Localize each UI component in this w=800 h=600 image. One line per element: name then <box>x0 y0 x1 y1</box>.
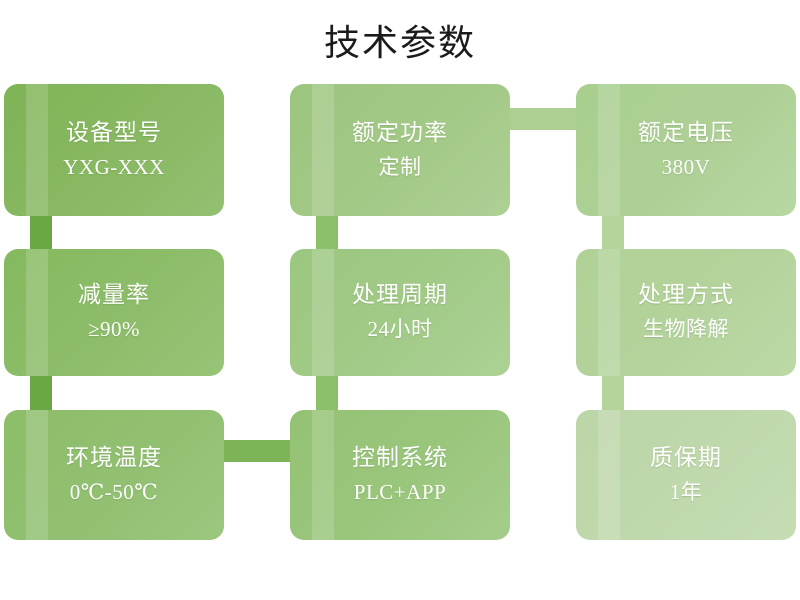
card-control-system[interactable]: 控制系统 PLC+APP <box>290 410 510 540</box>
card-title: 额定功率 <box>352 119 448 145</box>
card-title: 处理方式 <box>638 282 734 308</box>
card-title: 质保期 <box>650 444 722 470</box>
card-title: 设备型号 <box>66 119 162 145</box>
card-accent-stripe <box>312 410 334 540</box>
card-title: 额定电压 <box>638 119 734 145</box>
card-title: 减量率 <box>78 282 150 308</box>
card-rated-power[interactable]: 额定功率 定制 <box>290 84 510 216</box>
card-value: PLC+APP <box>353 479 447 504</box>
card-device-model[interactable]: 设备型号 YXG-XXX <box>4 84 224 216</box>
card-accent-stripe <box>598 410 620 540</box>
card-reduction-rate[interactable]: 减量率 ≥90% <box>4 249 224 376</box>
card-accent-stripe <box>26 249 48 376</box>
card-value: ≥90% <box>87 317 141 342</box>
card-value: YXG-XXX <box>63 154 165 179</box>
card-treatment-method[interactable]: 处理方式 生物降解 <box>576 249 796 376</box>
card-title: 控制系统 <box>352 444 448 470</box>
card-ambient-temperature[interactable]: 环境温度 0℃-50℃ <box>4 410 224 540</box>
card-accent-stripe <box>312 84 334 216</box>
card-title: 处理周期 <box>352 282 448 308</box>
card-warranty-period[interactable]: 质保期 1年 <box>576 410 796 540</box>
page-title: 技术参数 <box>323 23 476 63</box>
card-value: 定制 <box>378 154 422 179</box>
card-accent-stripe <box>598 84 620 216</box>
card-accent-stripe <box>26 410 48 540</box>
card-value: 380V <box>661 154 711 179</box>
card-rated-voltage[interactable]: 额定电压 380V <box>576 84 796 216</box>
card-value: 0℃-50℃ <box>69 479 159 504</box>
card-accent-stripe <box>598 249 620 376</box>
card-value: 24小时 <box>367 317 433 342</box>
card-accent-stripe <box>312 249 334 376</box>
card-value: 1年 <box>669 479 703 504</box>
card-value: 生物降解 <box>643 317 729 342</box>
card-treatment-cycle[interactable]: 处理周期 24小时 <box>290 249 510 376</box>
card-accent-stripe <box>26 84 48 216</box>
card-title: 环境温度 <box>66 444 162 470</box>
